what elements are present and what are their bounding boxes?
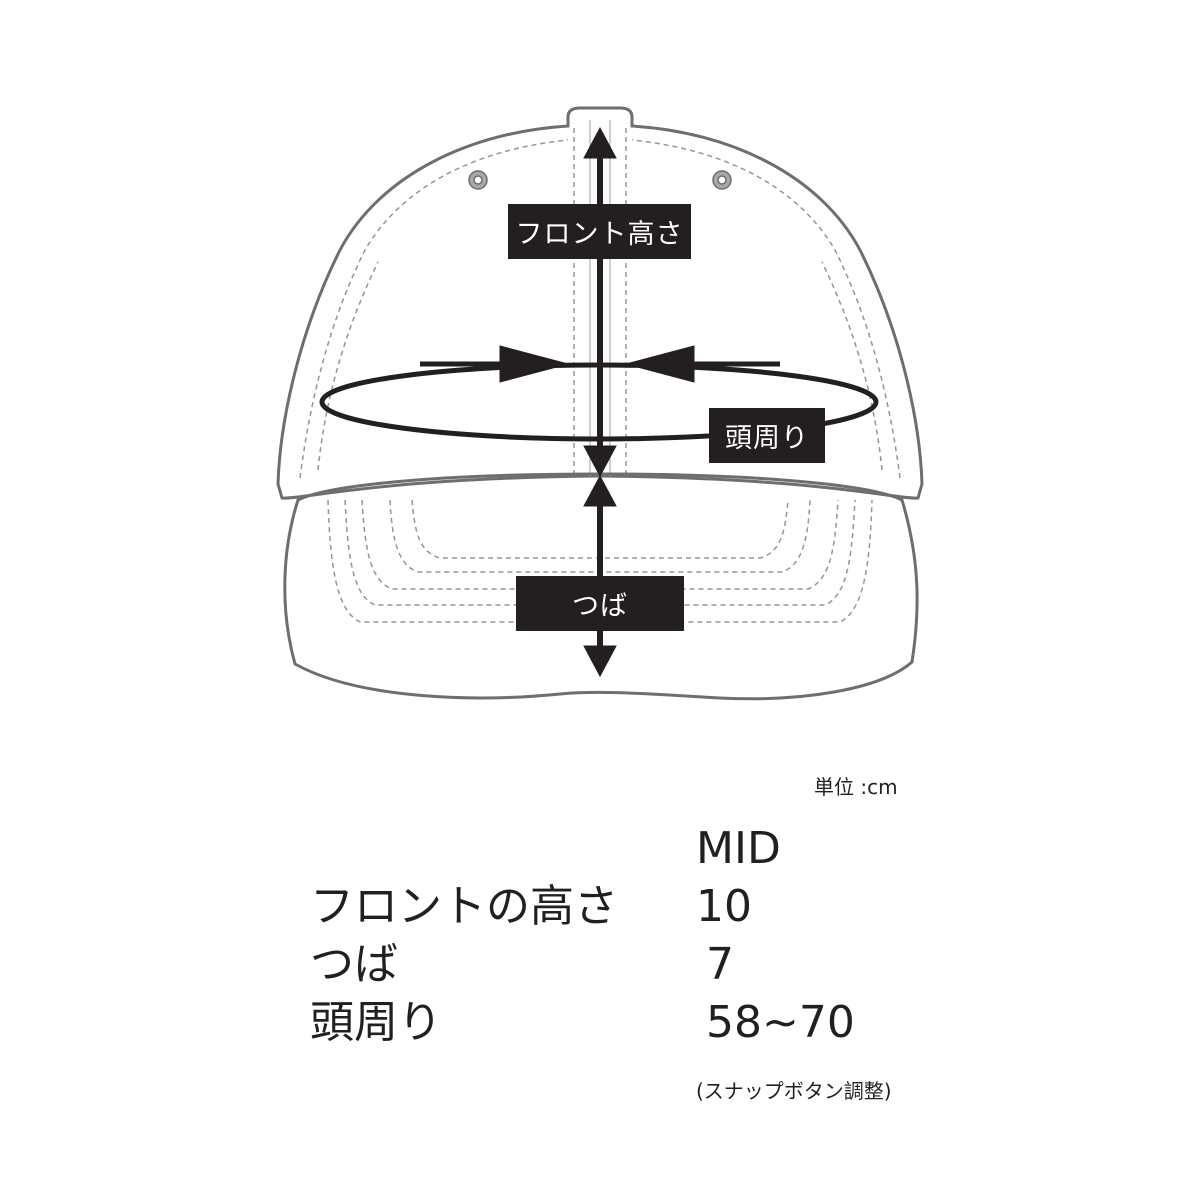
size-row-label: フロントの高さ — [310, 881, 618, 932]
crown-seams — [299, 120, 901, 479]
size-row-label: 頭周り — [310, 997, 442, 1048]
size-column-header: MID — [696, 823, 781, 874]
size-row-label: つば — [310, 939, 398, 990]
head-circumference-label: 頭周り — [709, 408, 825, 463]
eyelet-right — [712, 170, 732, 190]
size-row-value: 10 — [696, 881, 752, 932]
adjustment-note: (スナップボタン調整) — [696, 1079, 892, 1103]
front-height-arrow — [583, 126, 617, 478]
cap-diagram — [276, 106, 924, 701]
brim-label: つば — [516, 576, 684, 631]
unit-note: 単位 :cm — [814, 775, 898, 799]
size-row-value: 58~70 — [706, 997, 855, 1048]
size-row-value: 7 — [706, 939, 734, 990]
head-circumference-arrows — [420, 345, 780, 383]
cap-crown — [276, 106, 924, 500]
eyelet-left — [468, 170, 488, 190]
front-height-label: フロント高さ — [508, 204, 691, 259]
